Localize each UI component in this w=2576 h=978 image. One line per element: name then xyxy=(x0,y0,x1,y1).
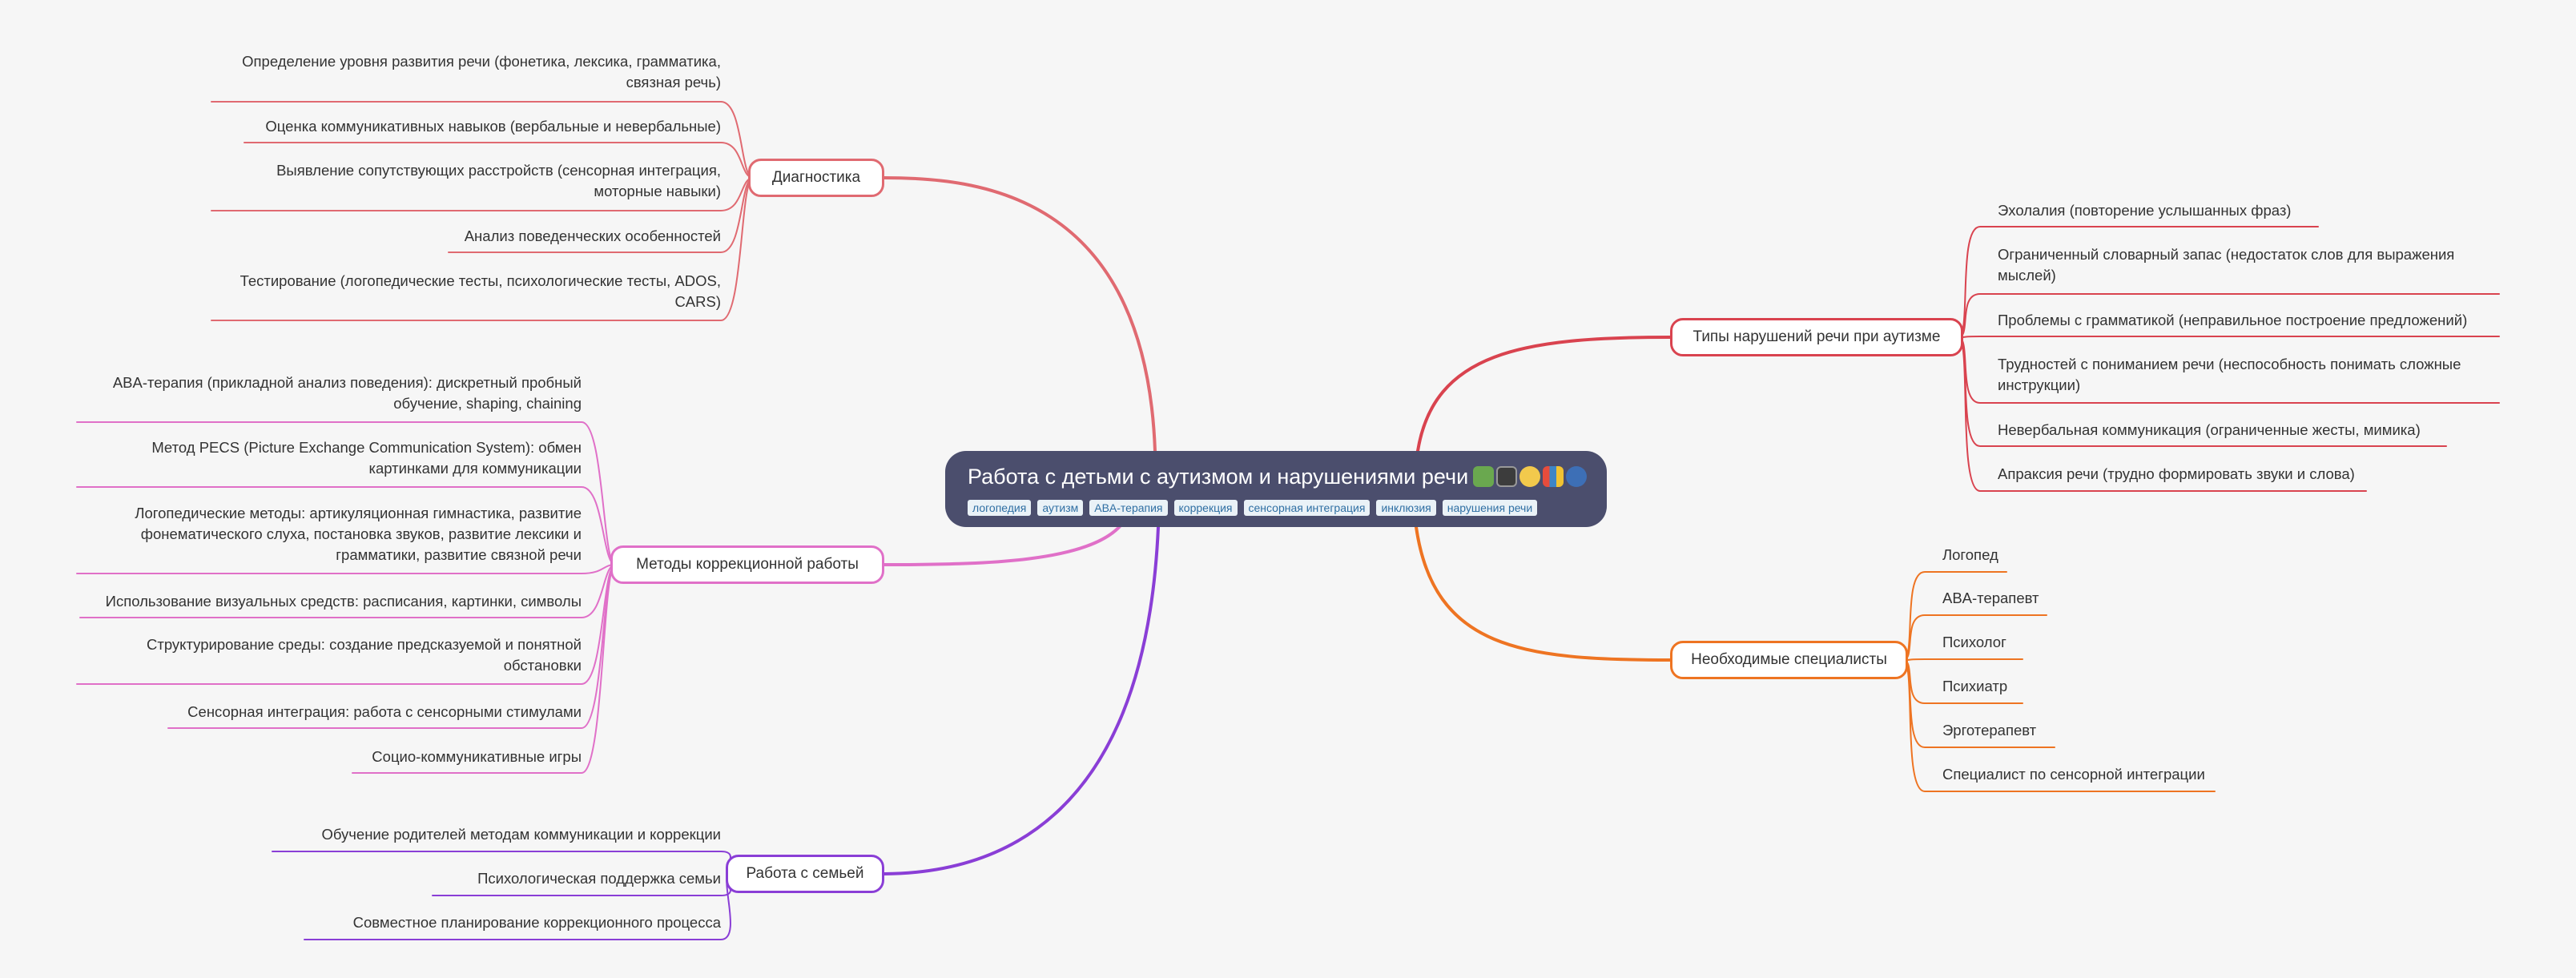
branch-node-methods[interactable]: Методы коррекционной работы xyxy=(610,545,884,584)
types-item[interactable]: Ограниченный словарный запас (недостаток… xyxy=(1998,246,2455,284)
types-item[interactable]: Трудностей с пониманием речи (неспособно… xyxy=(1998,356,2461,393)
tag[interactable]: ABA-терапия xyxy=(1089,500,1168,516)
branch-node-specialists[interactable]: Необходимые специалисты xyxy=(1670,641,1908,679)
branch-link-specialists xyxy=(1415,525,1672,662)
branch-link-diagnostics xyxy=(883,176,1157,453)
handshake-emoji-icon xyxy=(1519,466,1541,487)
specialists-item-link xyxy=(1902,658,2023,661)
specialists-item[interactable]: Специалист по сенсорной интеграции xyxy=(1942,766,2205,783)
specialists-item[interactable]: Психолог xyxy=(1942,634,2006,650)
branch-link-types xyxy=(1416,336,1672,453)
specialists-item[interactable]: Эрготерапевт xyxy=(1942,722,2037,739)
types-item[interactable]: Невербальная коммуникация (ограниченные … xyxy=(1998,421,2421,438)
specialists-item[interactable]: ABA-терапевт xyxy=(1942,590,2039,606)
books-emoji-icon xyxy=(1543,466,1564,487)
diagnostics-item[interactable]: Определение уровня развития речи (фонети… xyxy=(242,53,721,91)
methods-item[interactable]: Использование визуальных средств: распис… xyxy=(105,593,582,610)
branch-node-diagnostics[interactable]: Диагностика xyxy=(748,159,884,197)
branch-node-family[interactable]: Работа с семьей xyxy=(726,855,884,893)
types-item[interactable]: Апраксия речи (трудно формировать звуки … xyxy=(1998,465,2355,482)
family-item[interactable]: Обучение родителей методам коммуникации … xyxy=(321,826,721,843)
diagnostics-item[interactable]: Оценка коммуникативных навыков (вербальн… xyxy=(265,118,721,135)
types-item-link xyxy=(1958,336,2500,338)
puzzle-emoji-icon xyxy=(1473,466,1495,487)
methods-item[interactable]: Логопедические методы: артикуляционная г… xyxy=(135,505,582,563)
methods-item[interactable]: Метод PECS (Picture Exchange Communicati… xyxy=(151,439,582,477)
diagnostics-item[interactable]: Тестирование (логопедические тесты, псих… xyxy=(239,272,721,310)
central-topic[interactable]: Работа с детьми с аутизмом и нарушениями… xyxy=(945,451,1607,527)
specialists-item[interactable]: Логопед xyxy=(1942,546,1998,563)
tag[interactable]: сенсорная интеграция xyxy=(1243,500,1371,516)
methods-item[interactable]: ABA-терапия (прикладной анализ поведения… xyxy=(112,374,582,412)
central-topic-emoji xyxy=(1473,466,1588,487)
branch-node-types[interactable]: Типы нарушений речи при аутизме xyxy=(1670,318,1963,356)
methods-item[interactable]: Социо-коммуникативные игры xyxy=(372,748,582,765)
central-topic-title: Работа с детьми с аутизмом и нарушениями… xyxy=(968,465,1469,489)
tag[interactable]: логопедия xyxy=(968,500,1032,516)
tag[interactable]: инклюзия xyxy=(1376,500,1436,516)
family-item[interactable]: Психологическая поддержка семьи xyxy=(477,870,721,887)
branch-link-methods xyxy=(883,523,1123,566)
branch-link-family xyxy=(883,525,1160,875)
family-item[interactable]: Совместное планирование коррекционного п… xyxy=(352,914,721,931)
family-emoji-icon xyxy=(1496,466,1518,487)
specialists-item[interactable]: Психиатр xyxy=(1942,678,2008,694)
methods-item[interactable]: Сенсорная интеграция: работа с сенсорным… xyxy=(187,703,582,720)
diagnostics-item[interactable]: Выявление сопутствующих расстройств (сен… xyxy=(276,162,721,199)
tag[interactable]: коррекция xyxy=(1173,500,1238,516)
speaking-head-emoji-icon xyxy=(1566,466,1588,487)
central-topic-tags: логопедия аутизм ABA-терапия коррекция с… xyxy=(968,500,1584,516)
types-item[interactable]: Проблемы с грамматикой (неправильное пос… xyxy=(1998,312,2468,328)
tag[interactable]: аутизм xyxy=(1037,500,1084,516)
diagnostics-item[interactable]: Анализ поведенческих особенностей xyxy=(464,227,721,244)
types-item[interactable]: Эхолалия (повторение услышанных фраз) xyxy=(1998,202,2292,219)
tag[interactable]: нарушения речи xyxy=(1442,500,1538,516)
methods-item[interactable]: Структурирование среды: создание предска… xyxy=(147,636,582,674)
